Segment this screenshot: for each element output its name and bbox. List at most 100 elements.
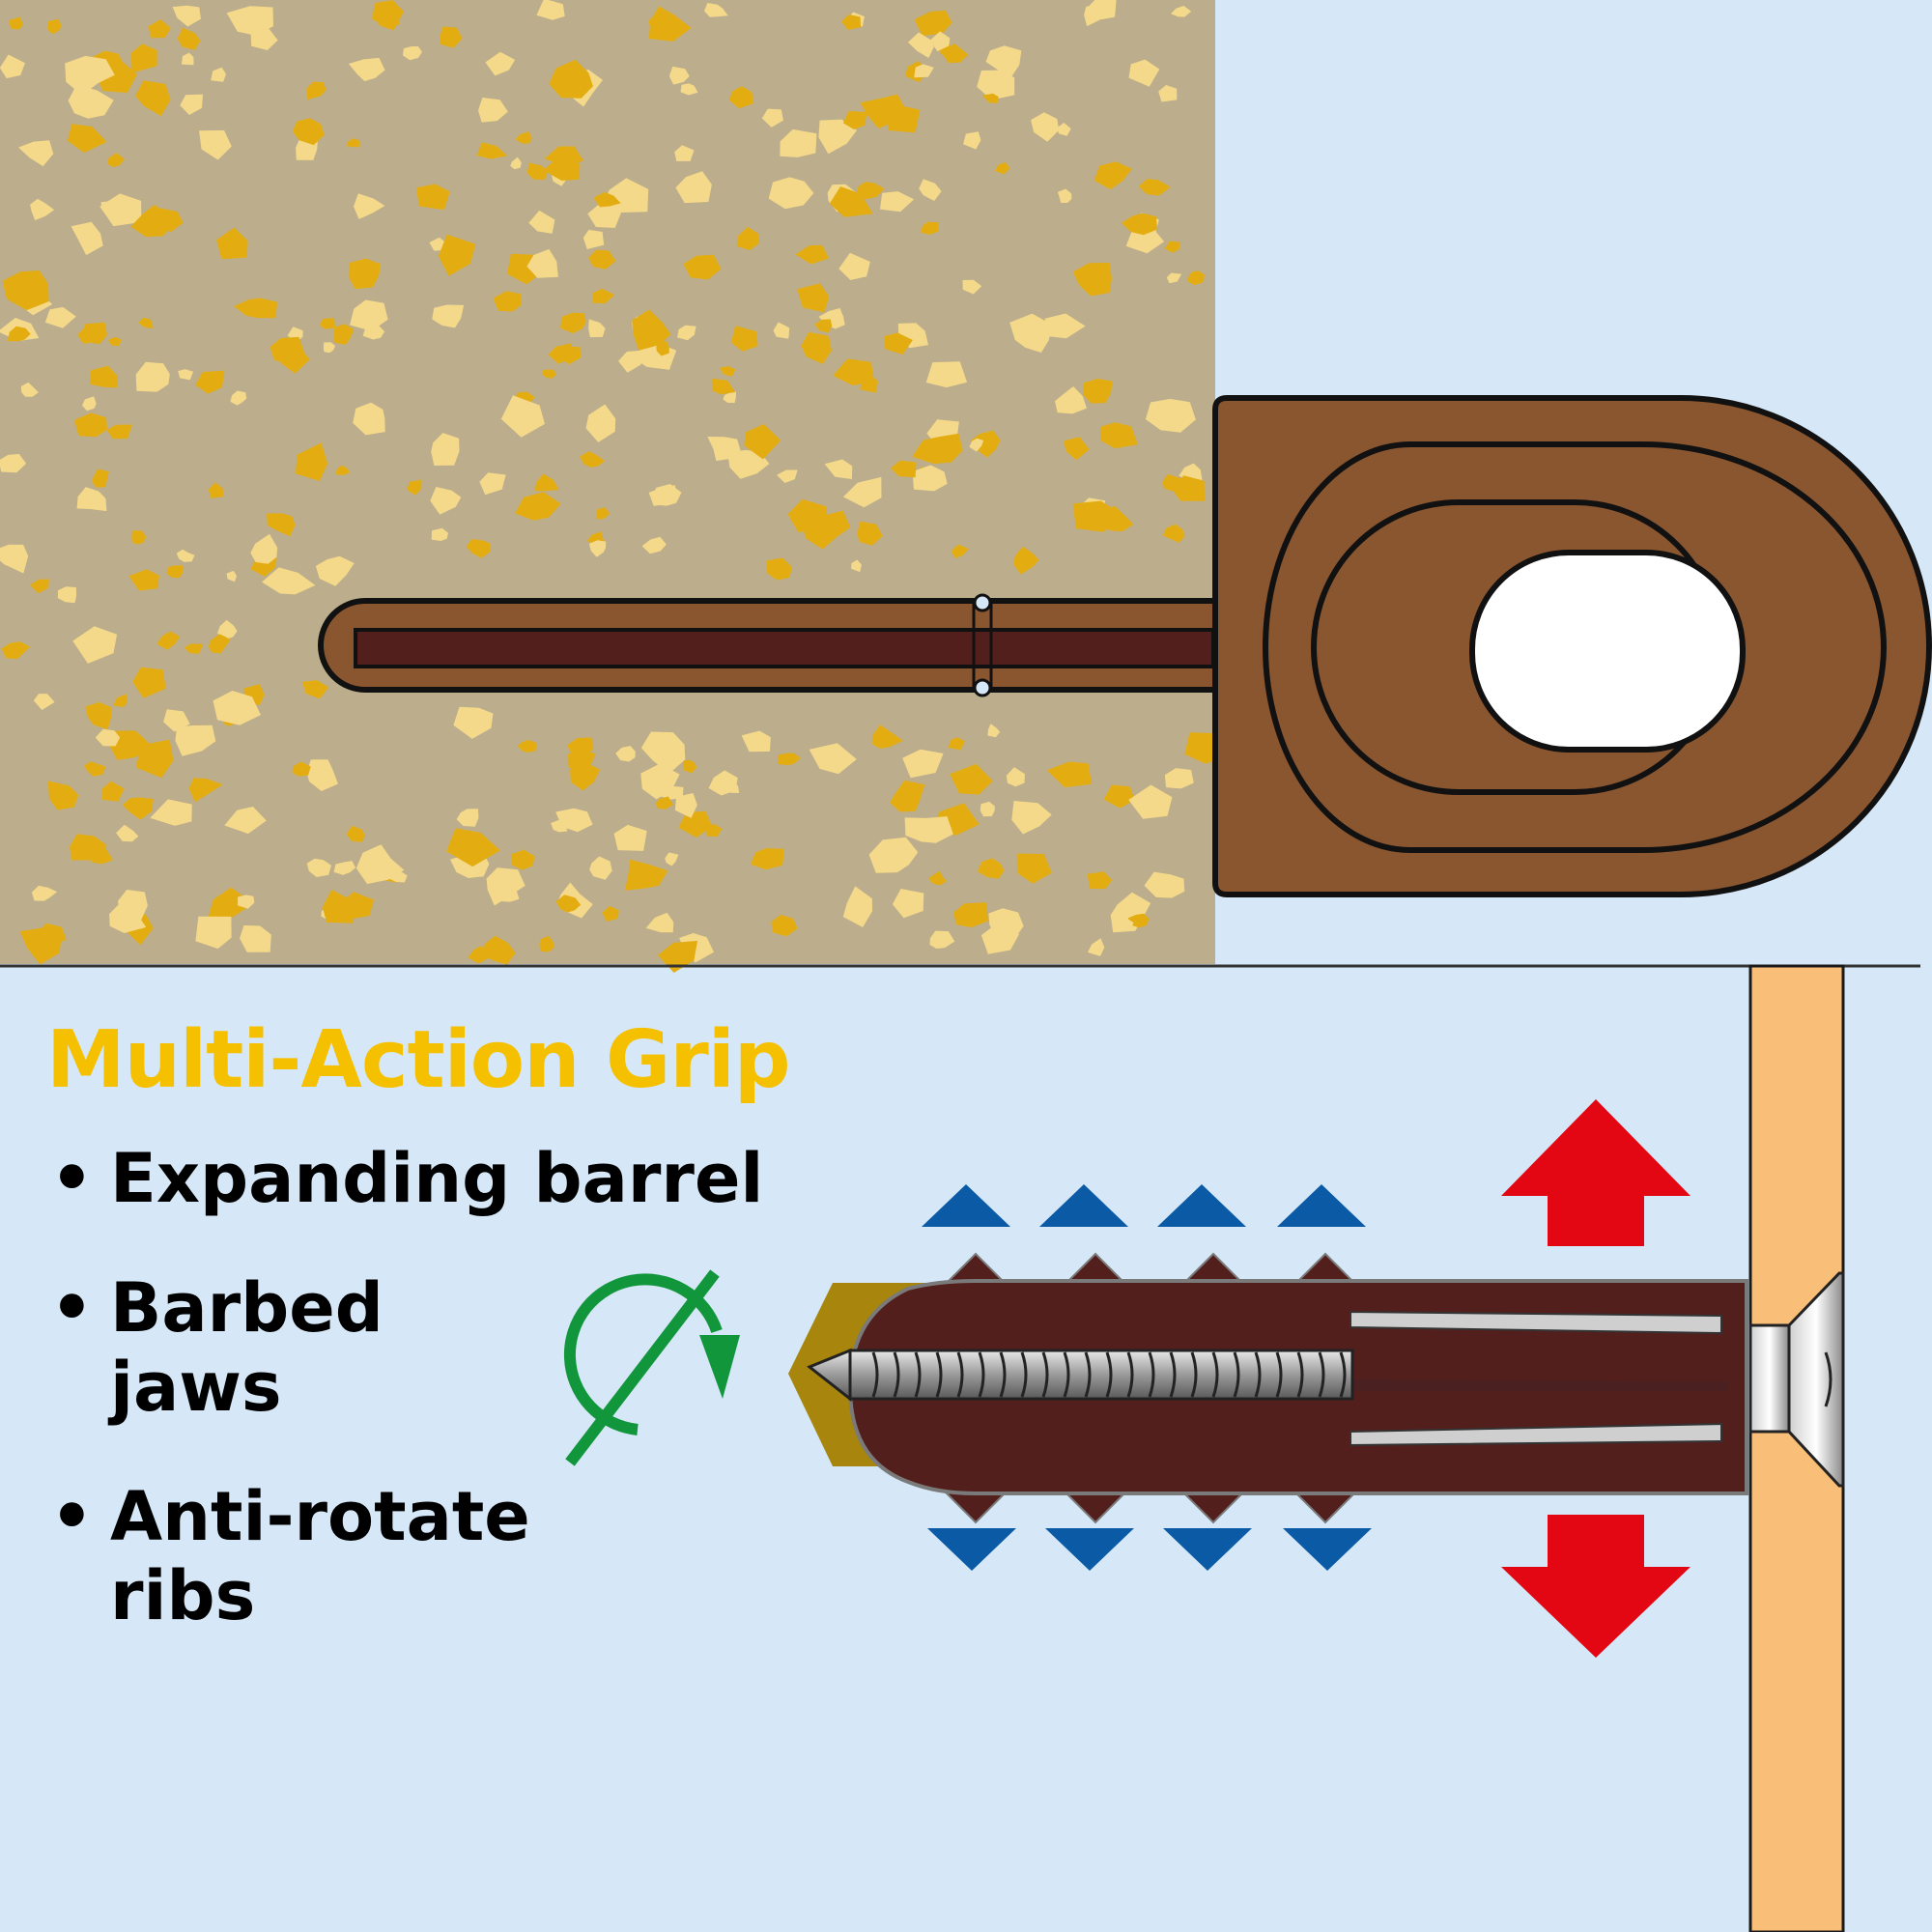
aggregate-speck	[833, 358, 874, 386]
aggregate-speck	[431, 433, 460, 466]
aggregate-speck	[1100, 422, 1138, 449]
aggregate-speck	[640, 731, 686, 774]
aggregate-speck	[130, 204, 173, 238]
screw-thread	[1148, 1351, 1155, 1398]
aggregate-speck	[914, 10, 952, 37]
aggregate-speck	[182, 52, 194, 66]
aggregate-speck	[526, 248, 558, 278]
compression-arrow-icon	[1501, 1515, 1690, 1658]
aggregate-speck	[511, 849, 535, 870]
aggregate-speck	[1055, 386, 1087, 414]
aggregate-speck	[842, 111, 867, 129]
aggregate-speck	[517, 739, 537, 753]
aggregate-speck	[977, 858, 1005, 879]
aggregate-speck	[482, 935, 516, 965]
screw-thread	[871, 1351, 879, 1398]
aggregate-speck	[306, 81, 327, 100]
aggregate-speck	[131, 530, 147, 545]
aggregate-speck	[1128, 59, 1160, 87]
aggregate-speck	[674, 793, 697, 818]
screw-thread	[1275, 1351, 1283, 1398]
aggregate-speck	[440, 26, 463, 48]
aggregate-speck	[919, 179, 942, 201]
aggregate-speck	[354, 193, 385, 219]
aggregate-speck	[1057, 123, 1071, 136]
aggregate-speck	[1031, 112, 1060, 142]
aggregate-speck	[346, 825, 365, 842]
bullet-icon: •	[50, 1139, 94, 1218]
aggregate-speck	[188, 778, 223, 803]
aggregate-speck	[82, 396, 97, 412]
aggregate-speck	[728, 86, 754, 109]
aggregate-speck	[1088, 938, 1105, 956]
aggregate-speck	[402, 46, 422, 61]
screw	[807, 1271, 1845, 1488]
aggregate-speck	[856, 182, 885, 200]
aggregate-speck	[591, 288, 615, 304]
aggregate-speck	[135, 80, 171, 117]
aggregate-speck	[857, 521, 883, 546]
aggregate-speck	[348, 57, 385, 82]
aggregate-speck	[72, 626, 118, 664]
aggregate-speck	[216, 227, 248, 260]
aggregate-speck	[113, 694, 128, 708]
aggregate-speck	[76, 487, 107, 512]
aggregate-speck	[0, 54, 25, 79]
aggregate-speck	[1166, 272, 1182, 284]
aggregate-speck	[589, 856, 612, 880]
aggregate-speck	[95, 728, 121, 747]
aggregate-speck	[668, 66, 690, 85]
aggregate-speck	[109, 730, 151, 760]
aggregate-speck	[70, 834, 107, 861]
aggregate-speck	[892, 889, 924, 919]
aggregate-speck	[736, 226, 759, 251]
aggregate-speck	[431, 527, 448, 541]
aggregate-speck	[138, 318, 154, 328]
aggregate-speck	[904, 816, 953, 843]
aggregate-speck	[118, 890, 148, 923]
aggregate-speck	[19, 927, 62, 965]
aggregate-speck	[2, 270, 49, 311]
aggregate-speck	[1171, 6, 1192, 17]
aggregate-speck	[208, 634, 231, 654]
aggregate-speck	[618, 350, 646, 373]
aggregate-speck	[65, 55, 115, 96]
aggregate-speck	[1145, 398, 1196, 433]
aggregate-speck	[891, 460, 917, 478]
aggregate-speck	[30, 579, 49, 594]
aggregate-speck	[624, 859, 668, 891]
aggregate-speck	[656, 340, 669, 356]
aggregate-speck	[323, 342, 336, 354]
aggregate-speck	[602, 906, 619, 922]
aggregate-speck	[567, 737, 594, 757]
screw-thread	[935, 1351, 943, 1398]
outward-arrow-icon	[1277, 1184, 1366, 1227]
aggregate-speck	[33, 694, 55, 710]
aggregate-speck	[280, 344, 310, 374]
aggregate-speck	[184, 643, 204, 654]
aggregate-speck	[880, 191, 915, 213]
aggregate-speck	[741, 730, 771, 753]
aggregate-speck	[818, 308, 845, 329]
aggregate-speck	[71, 221, 103, 256]
aggregate-speck	[430, 487, 462, 515]
aggregate-speck	[89, 365, 118, 388]
aggregate-speck	[551, 819, 568, 833]
aggregate-speck	[1083, 379, 1113, 404]
aggregate-speck	[47, 781, 79, 810]
aggregate-speck	[585, 404, 616, 442]
aggregate-speck	[306, 759, 338, 791]
screw-thread	[1126, 1351, 1134, 1398]
aggregate-speck	[486, 867, 526, 906]
aggregate-speck	[7, 326, 31, 342]
aggregate-speck	[1162, 524, 1185, 543]
aggregate-speck	[0, 454, 27, 473]
screw-thread	[999, 1351, 1007, 1398]
aggregate-speck	[674, 145, 695, 161]
aggregate-speck	[1162, 473, 1181, 492]
aggregate-speck	[346, 138, 360, 148]
aggregate-speck	[348, 258, 382, 290]
aggregate-speck	[795, 244, 829, 265]
aggregate-speck	[166, 565, 184, 579]
